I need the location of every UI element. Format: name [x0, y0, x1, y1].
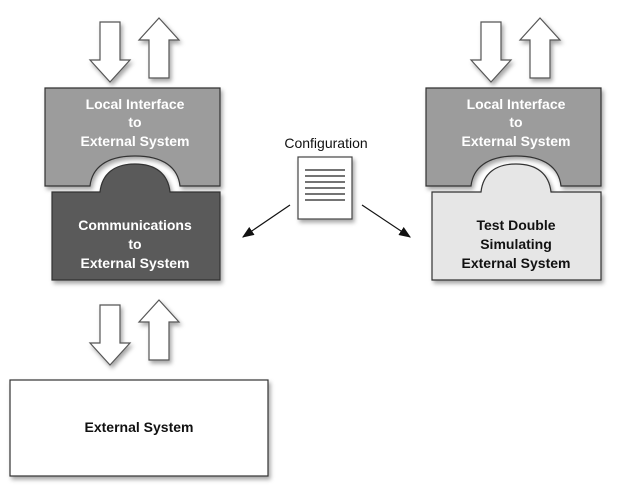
left-communications-box [51, 163, 221, 281]
left-comm-line1: Communications [78, 217, 192, 233]
config-arrow-right [361, 204, 411, 238]
left-local-line3: External System [81, 133, 190, 149]
left-local-interface-box [44, 87, 221, 187]
right-double-line3: External System [462, 255, 571, 271]
right-local-line1: Local Interface [467, 96, 566, 112]
configuration-label: Configuration [284, 135, 367, 151]
right-double-line2: Simulating [480, 236, 552, 252]
left-local-line1: Local Interface [86, 96, 185, 112]
left-top-up-arrow [137, 17, 181, 79]
left-comm-line3: External System [81, 255, 190, 271]
right-local-line2: to [509, 114, 522, 130]
left-top-down-arrow [88, 21, 132, 83]
right-local-interface-box [425, 87, 602, 187]
external-system-box [9, 379, 269, 477]
right-local-line3: External System [462, 133, 571, 149]
config-arrow-left [242, 204, 291, 238]
left-bottom-down-arrow [88, 304, 132, 366]
right-top-up-arrow [518, 17, 562, 79]
right-double-line1: Test Double [476, 217, 555, 233]
left-local-line2: to [128, 114, 141, 130]
right-test-double-box [431, 163, 602, 281]
left-comm-line2: to [128, 236, 141, 252]
left-bottom-up-arrow [137, 299, 181, 361]
external-system-label: External System [85, 419, 194, 435]
right-top-down-arrow [469, 21, 513, 83]
configuration-document-icon [297, 156, 353, 220]
